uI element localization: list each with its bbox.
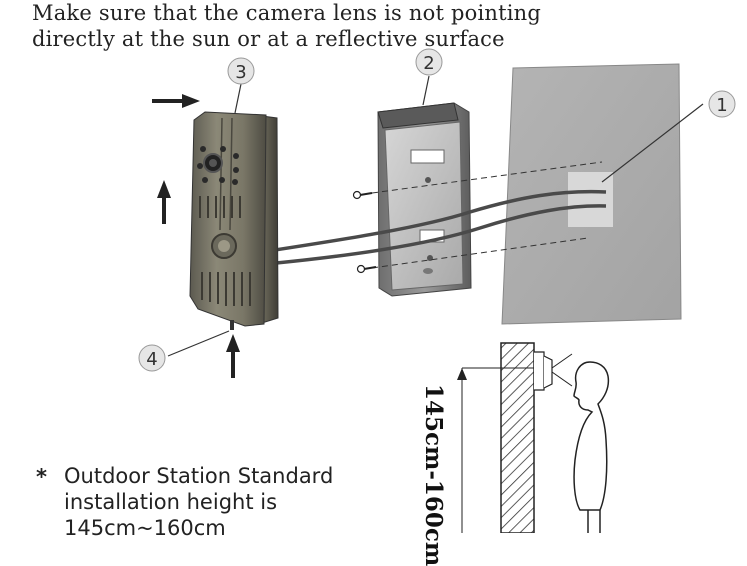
station-profile [534, 351, 545, 391]
diagram-canvas: 1 2 [138, 48, 736, 534]
bottom-screw [230, 320, 234, 330]
note-bullet: * [36, 465, 47, 489]
wall-panel [501, 63, 682, 325]
wall-section [500, 342, 535, 534]
cable-hole [568, 172, 613, 227]
callout-3: 3 [227, 57, 255, 114]
arrow-right-icon [152, 94, 200, 108]
callout-1: 1 [601, 90, 736, 183]
note-line-2: installation height is [64, 490, 278, 514]
ir-leds [197, 146, 239, 185]
outdoor-station [189, 111, 279, 330]
installation-diagram: 1 2 [32, 0, 736, 566]
screw-bottom [356, 264, 377, 274]
arrow-up-icon [157, 180, 171, 224]
speaker-grille-top [199, 196, 241, 218]
warning-line-2: directly at the sun or at a reflective s… [32, 27, 505, 51]
height-label: 145cm-160cm [420, 384, 447, 566]
screw-top [352, 190, 373, 200]
callout-4: 4 [138, 330, 230, 372]
callout-4-label: 4 [146, 349, 157, 370]
cables [261, 189, 607, 266]
screw-guides [352, 161, 603, 274]
person-silhouette [573, 361, 610, 511]
callout-2-label: 2 [423, 53, 434, 74]
callout-1-label: 1 [716, 95, 727, 116]
warning-text: Make sure that the camera lens is not po… [32, 0, 541, 52]
warning-line-1: Make sure that the camera lens is not po… [32, 1, 542, 25]
speaker-grille-bottom [201, 272, 251, 306]
note-line-3: 145cm~160cm [64, 516, 226, 540]
note-line-1: Outdoor Station Standard [64, 464, 334, 488]
height-diagram [457, 342, 610, 534]
callout-3-label: 3 [235, 62, 246, 83]
plate-slot-top [410, 149, 445, 164]
arrow-up-icon [226, 334, 240, 378]
mounting-plate [377, 102, 472, 297]
callout-2: 2 [415, 48, 443, 106]
